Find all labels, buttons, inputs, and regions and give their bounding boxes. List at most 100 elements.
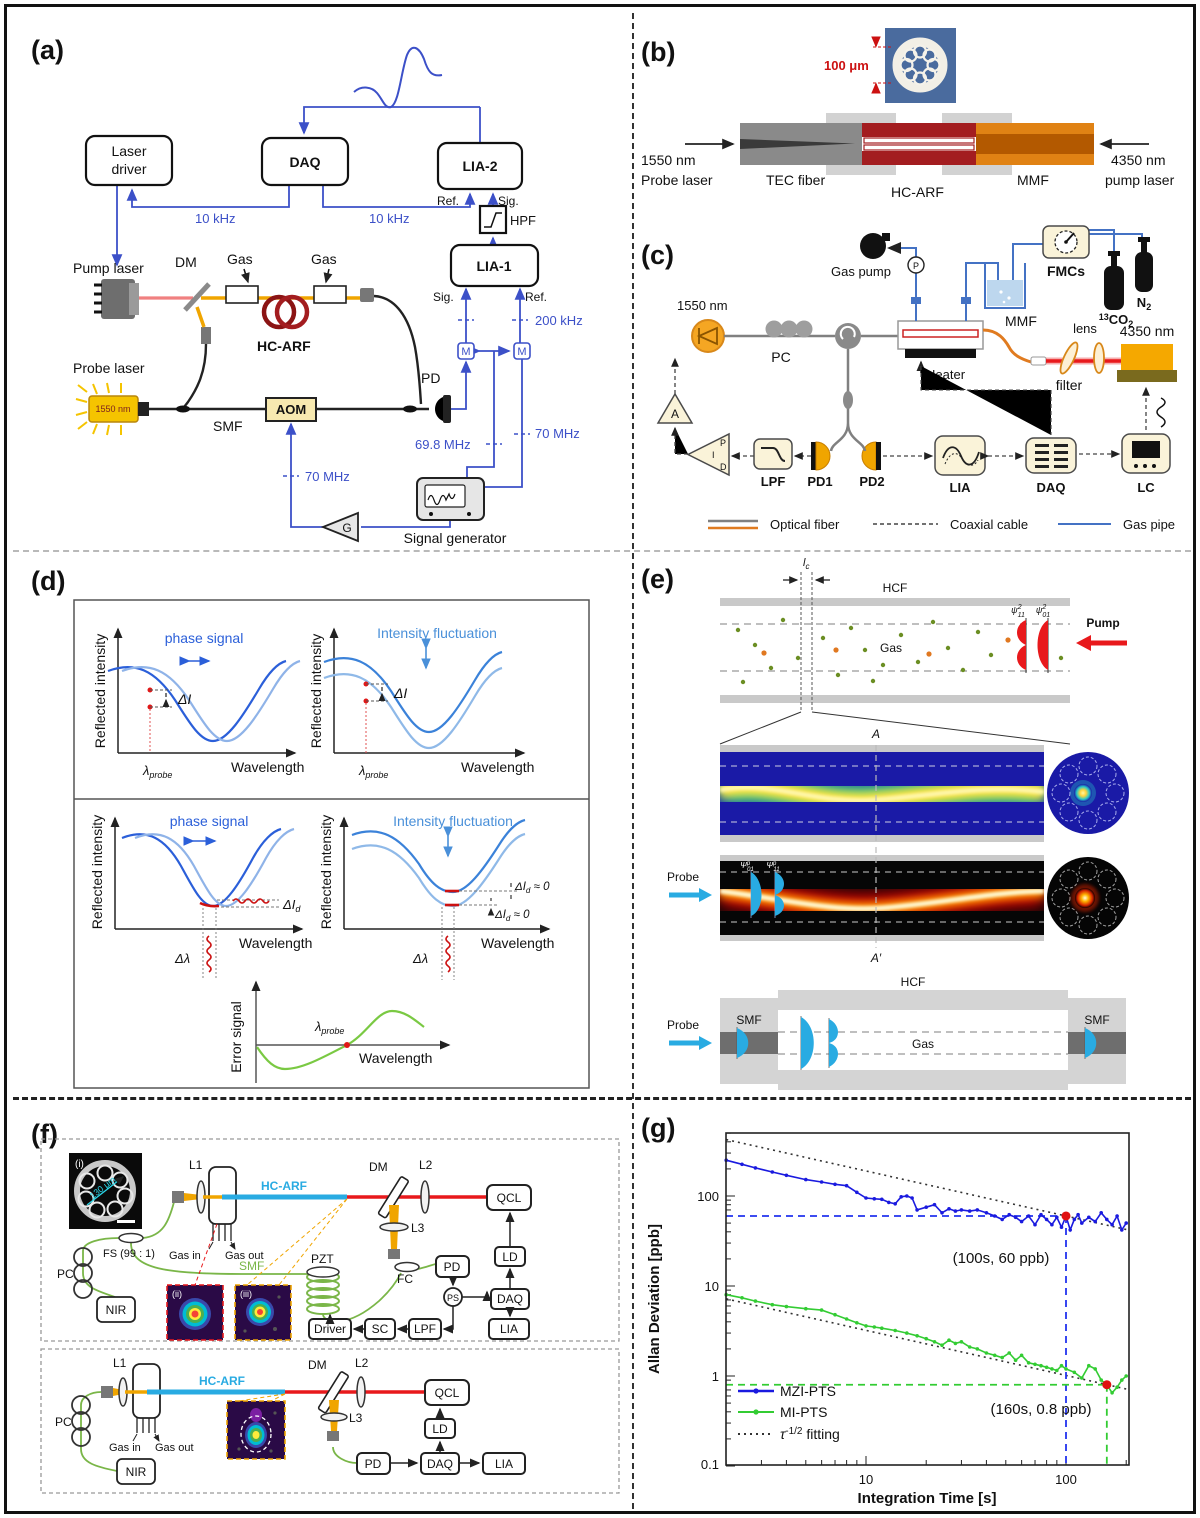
panel-b: (b) 100 μm 1550 nm Probe laser TEC fiber…: [641, 28, 1175, 200]
x-label: Wavelength: [461, 759, 534, 775]
pc-top-icon: [73, 1247, 93, 1299]
mode-image-mi: [226, 1400, 286, 1460]
pzt-icon: [306, 1271, 340, 1315]
nir-bottom-label: NIR: [126, 1465, 147, 1479]
fiber-routing-bottom: [80, 1391, 358, 1472]
phase-signal-label: phase signal: [165, 630, 244, 646]
aom-box: [265, 397, 317, 422]
chart-legend: MZI-PTS MI-PTS τ-1/2 fitting: [738, 1383, 840, 1442]
plot-phase-top: Reflected intensity phase signal ΔI λpro…: [92, 627, 304, 780]
fmcs-label: FMCs: [1047, 263, 1085, 279]
pump-laser-label: Pump laser: [73, 260, 144, 276]
co2-label: 13CO2: [1099, 312, 1134, 329]
delta-i-label: ΔI: [393, 685, 407, 701]
ld-top-label: LD: [502, 1250, 518, 1264]
pressure-gauge-label: P: [913, 261, 919, 271]
lia1-sig-label: Sig.: [433, 290, 454, 304]
freq-200khz: 200 kHz: [535, 313, 583, 328]
gas-out-bottom-label: Gas out: [155, 1442, 194, 1454]
lia-top-box: [488, 1318, 530, 1340]
mode-iii-label: (iii): [240, 1289, 252, 1299]
lambda-probe-label: λprobe: [358, 763, 388, 780]
pd2-label: PD2: [859, 474, 884, 489]
ld-bottom-label: LD: [432, 1422, 448, 1436]
n2-cylinder-icon: [1135, 237, 1153, 292]
qcl-bottom-box: [424, 1379, 470, 1406]
lc-icon: [1121, 433, 1171, 474]
photodetector-icon: [435, 395, 451, 423]
mode-image-iii: (iii): [234, 1284, 292, 1341]
pressure-gauge-icon: [907, 256, 925, 274]
freq-70mhz-left: 70 MHz: [305, 469, 350, 484]
delta-id-label: ΔId: [282, 897, 301, 914]
electrical-arrows-top: [325, 1211, 515, 1334]
electrical-arrows-bottom: [390, 1407, 481, 1468]
smf-right-label: SMF: [1084, 1013, 1109, 1027]
qcl-bottom-label: QCL: [435, 1386, 460, 1400]
fiber-cross-section-photo: [885, 28, 956, 103]
lia-bottom-label: LIA: [495, 1457, 513, 1471]
lpf-label: LPF: [761, 474, 786, 489]
y-label: Error signal: [228, 1001, 244, 1073]
probe-mode-lp01-icon: [751, 872, 762, 916]
gas-in-bottom-label: Gas in: [109, 1442, 141, 1454]
g-amplifier-label: G: [342, 521, 351, 535]
gas-pump-icon: [860, 233, 890, 259]
gas-label: Gas: [912, 1037, 934, 1051]
pc-label: PC: [771, 349, 790, 365]
probe-arrow-mid: Probe: [667, 870, 712, 902]
nir-bottom-box: [116, 1458, 156, 1485]
panel-d-tag: (d): [31, 566, 65, 596]
mixer-1-label: M: [461, 346, 470, 358]
gas-label: Gas: [880, 641, 902, 655]
pid-d: D: [720, 462, 727, 472]
ytick-01: 0.1: [701, 1457, 719, 1472]
n2-sub: 2: [1146, 302, 1151, 312]
mmf-label: MMF: [1017, 172, 1049, 188]
probe-wavelength-label: 1550 nm: [95, 404, 130, 414]
probe-label: Probe: [667, 870, 699, 884]
callout-ii: [194, 1223, 218, 1286]
ferrule-bottom: [101, 1386, 113, 1398]
mzi-setup-frame: [40, 1138, 620, 1342]
gas-molecules-orange: [761, 637, 1011, 657]
mixer-2-label: M: [517, 346, 526, 358]
sem-i-label: (i): [75, 1159, 84, 1170]
mixer-2-box: [513, 342, 531, 360]
lpf-icon: [753, 438, 793, 470]
hc-arf-label: HC-ARF: [891, 184, 944, 200]
l2-bottom-label: L2: [355, 1356, 369, 1370]
freq-10khz-right: 10 kHz: [369, 211, 409, 226]
hc-arf-coil-icon: [261, 294, 310, 330]
heatmap-pump: [720, 745, 1044, 842]
intensity-fluctuation-label: Intensity fluctuation: [393, 813, 513, 829]
gas-pump-label: Gas pump: [831, 264, 891, 279]
y-label: Reflected intensity: [92, 634, 108, 748]
legend-fiber-label: Optical fiber: [770, 517, 840, 532]
probe-laser-label: Probe laser: [73, 360, 145, 376]
tec-fiber-icon: [740, 123, 862, 165]
fiber-dm-branch: [181, 343, 208, 410]
chart-frame: [725, 1132, 1130, 1466]
legend-mzi: MZI-PTS: [780, 1383, 836, 1399]
ytick-1: 1: [712, 1369, 719, 1384]
legend-coax-label: Coaxial cable: [950, 517, 1028, 532]
lia-icon: [934, 435, 986, 476]
daq-bottom-label: DAQ: [427, 1457, 453, 1471]
hpf-icon: [484, 212, 502, 228]
freq-70mhz-right: 70 MHz: [535, 426, 580, 441]
probe-mode-lp11-icon: [775, 872, 784, 916]
probe-label-1: 1550 nm: [641, 152, 695, 168]
panel-a-tag: (a): [31, 35, 64, 65]
gas-cell-2: [313, 285, 347, 304]
panel-c-tag: (c): [641, 240, 674, 270]
mode-in-smf-left: [737, 1028, 749, 1058]
dm-top-label: DM: [369, 1160, 388, 1174]
lia-label: LIA: [950, 480, 972, 495]
laser-4350-icon: [1117, 344, 1177, 382]
dm-label: DM: [175, 254, 197, 270]
lia1-label: LIA-1: [477, 258, 512, 274]
delta-id-zero-upper: ΔId ≈ 0: [514, 881, 550, 895]
